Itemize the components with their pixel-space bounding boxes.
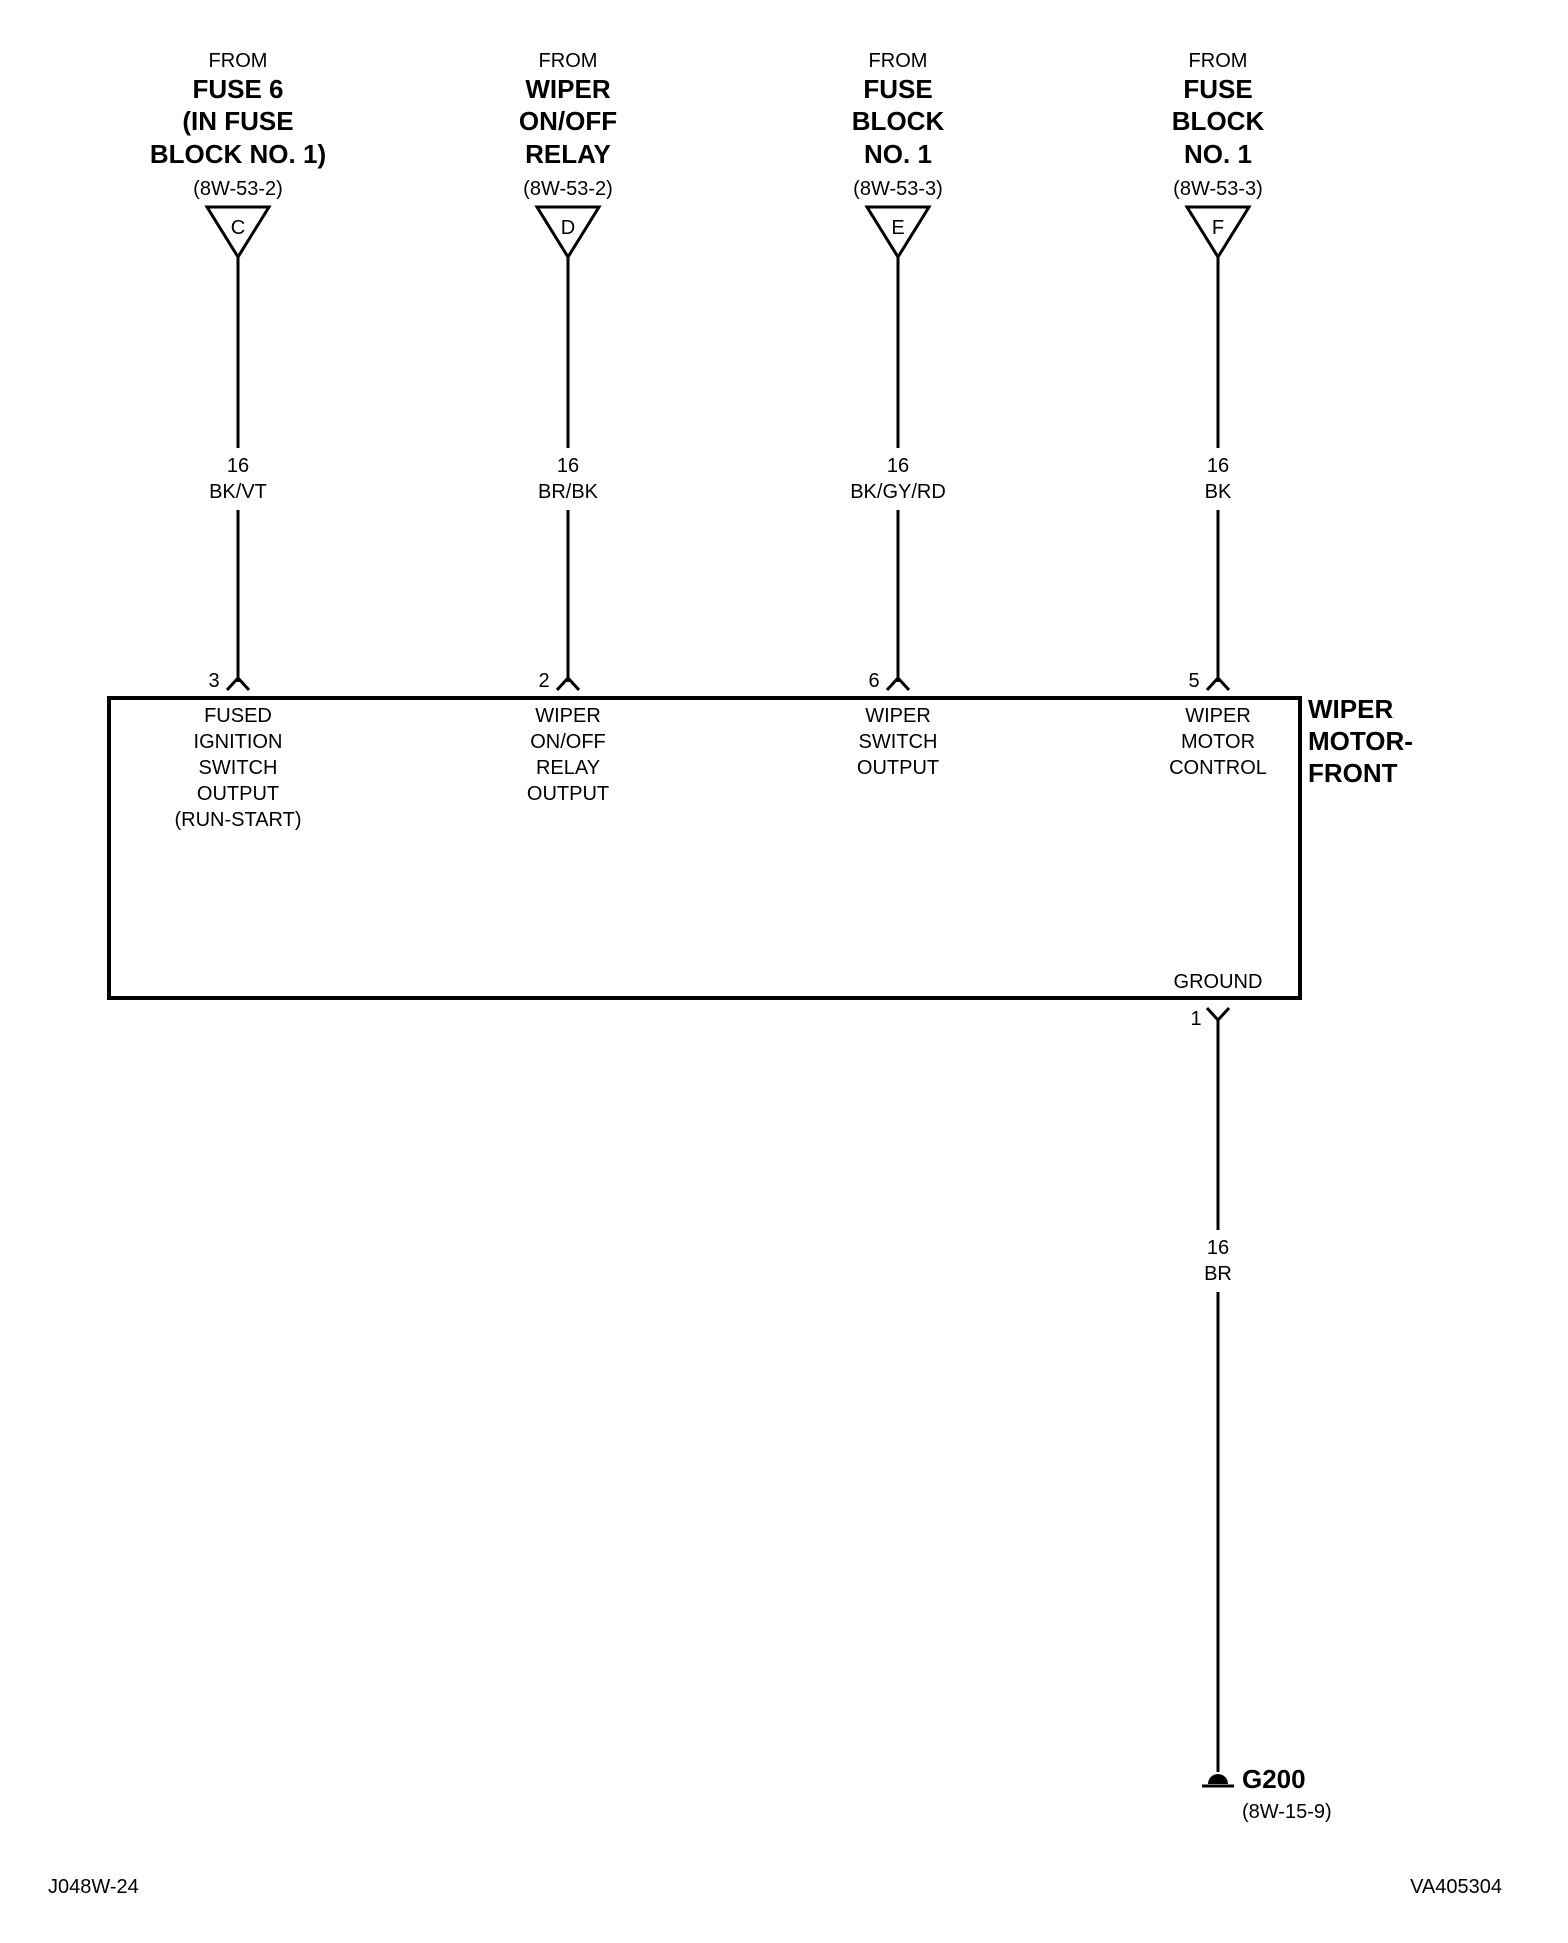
pin-function-line: FUSED — [204, 705, 272, 727]
connector-triangle — [204, 205, 272, 260]
pin-function-line: OUTPUT — [527, 783, 609, 805]
connector-triangle — [864, 205, 932, 260]
connector-letter: D — [561, 217, 575, 239]
footer-right-code: VA405304 — [1410, 1876, 1502, 1898]
connector-triangle — [534, 205, 602, 260]
connector-pin-symbol — [1205, 675, 1231, 692]
pin-function-line: SWITCH — [199, 757, 278, 779]
component-name-line: WIPER — [1308, 694, 1393, 724]
pin-function-line: IGNITION — [194, 731, 283, 753]
wire-color: BR — [1204, 1263, 1232, 1285]
connector-pin-symbol — [555, 675, 581, 692]
pin-function-line: OUTPUT — [857, 757, 939, 779]
source-ref: (8W-53-3) — [1173, 178, 1263, 200]
source-name-line: NO. 1 — [1184, 139, 1252, 169]
source-ref: (8W-53-2) — [193, 178, 283, 200]
source-column-d: FROM WIPER ON/OFF RELAY (8W-53-2) D 16 B… — [519, 50, 617, 805]
footer-left-code: J048W-24 — [48, 1876, 139, 1898]
source-ref: (8W-53-2) — [523, 178, 613, 200]
pin-function-line: MOTOR — [1181, 731, 1255, 753]
pin-number: 2 — [538, 670, 549, 692]
source-name-line: FUSE — [1183, 74, 1252, 104]
source-name-line: BLOCK NO. 1) — [150, 139, 326, 169]
pin-number: 5 — [1188, 670, 1199, 692]
wire-gauge: 16 — [227, 455, 249, 477]
source-column-f: FROM FUSE BLOCK NO. 1 (8W-53-3) F 16 BK … — [1169, 50, 1267, 779]
ground-symbol-icon — [1202, 1774, 1234, 1788]
component-name-line: MOTOR- — [1308, 726, 1413, 756]
pin-function-line: WIPER — [1185, 705, 1251, 727]
connector-pin-symbol — [225, 675, 251, 692]
source-name-line: NO. 1 — [864, 139, 932, 169]
connector-letter: F — [1212, 217, 1224, 239]
pin-function-line: RELAY — [536, 757, 600, 779]
component-box — [107, 696, 1302, 1000]
source-name-line: FUSE 6 — [192, 74, 283, 104]
source-ref: (8W-53-3) — [853, 178, 943, 200]
source-column-c: FROM FUSE 6 (IN FUSE BLOCK NO. 1) (8W-53… — [150, 50, 326, 831]
ground-circuit: GROUND 1 16 BR G200 (8W-15-9) — [1174, 971, 1332, 1823]
source-name-line: ON/OFF — [519, 106, 617, 136]
connector-pin-symbol — [885, 675, 911, 692]
pin-function-line: SWITCH — [859, 731, 938, 753]
pin-number: 1 — [1190, 1008, 1201, 1030]
pin-function-line: CONTROL — [1169, 757, 1267, 779]
wire-color: BK — [1205, 481, 1232, 503]
wire-color: BK/GY/RD — [850, 481, 946, 503]
pin-function-line: (RUN-START) — [174, 809, 301, 831]
source-name-line: WIPER — [525, 74, 610, 104]
wire-color: BR/BK — [538, 481, 599, 503]
connector-triangle — [1184, 205, 1252, 260]
from-label: FROM — [209, 50, 268, 72]
connector-letter: E — [891, 217, 904, 239]
pin-function-line: WIPER — [535, 705, 601, 727]
ground-pin-function: GROUND — [1174, 971, 1263, 993]
pin-number: 6 — [868, 670, 879, 692]
wire-color: BK/VT — [209, 481, 267, 503]
wire-gauge: 16 — [557, 455, 579, 477]
source-name-line: BLOCK — [1172, 106, 1265, 136]
ground-point-label: G200 — [1242, 1764, 1306, 1794]
source-name-line: FUSE — [863, 74, 932, 104]
from-label: FROM — [869, 50, 928, 72]
source-name-line: BLOCK — [852, 106, 945, 136]
pin-number: 3 — [208, 670, 219, 692]
wire-gauge: 16 — [887, 455, 909, 477]
source-name-line: RELAY — [525, 139, 611, 169]
wire-gauge: 16 — [1207, 1237, 1229, 1259]
connector-letter: C — [231, 217, 245, 239]
source-column-e: FROM FUSE BLOCK NO. 1 (8W-53-3) E 16 BK/… — [850, 50, 946, 779]
ground-ref: (8W-15-9) — [1242, 1801, 1332, 1823]
pin-function-line: WIPER — [865, 705, 931, 727]
pin-function-line: ON/OFF — [530, 731, 606, 753]
source-name-line: (IN FUSE — [182, 106, 293, 136]
from-label: FROM — [539, 50, 598, 72]
component-name-line: FRONT — [1308, 758, 1398, 788]
pin-function-line: OUTPUT — [197, 783, 279, 805]
from-label: FROM — [1189, 50, 1248, 72]
wire-gauge: 16 — [1207, 455, 1229, 477]
connector-pin-symbol — [1205, 1006, 1231, 1023]
